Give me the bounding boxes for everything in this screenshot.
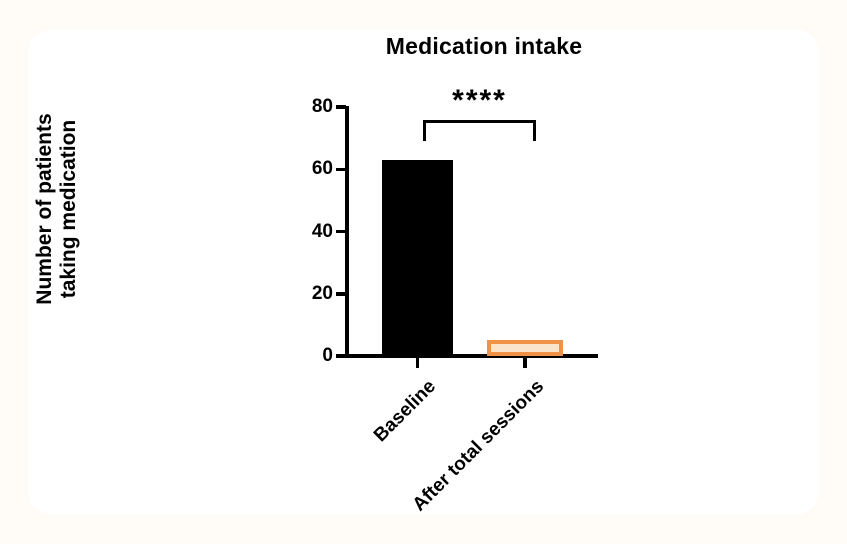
y-tick-label: 20	[311, 282, 333, 304]
significance-stars: ****	[452, 84, 507, 117]
x-tick-mark	[523, 357, 527, 368]
y-tick-label: 80	[311, 96, 333, 117]
y-axis-line	[345, 106, 349, 357]
y-tick-mark	[336, 354, 346, 358]
y-tick-mark	[336, 292, 346, 296]
y-tick-mark	[336, 229, 346, 234]
bar-after-total-sessions	[487, 340, 563, 356]
bar-baseline	[382, 159, 453, 356]
x-axis-line	[344, 354, 598, 358]
y-tick-label: 40	[311, 220, 333, 242]
significance-bracket	[423, 120, 536, 141]
y-tick-label: 60	[311, 158, 333, 180]
x-label-baseline: Baseline	[370, 376, 441, 447]
y-tick-mark	[336, 105, 346, 109]
y-tick-mark	[336, 167, 346, 171]
y-tick-label: 0	[322, 345, 333, 366]
x-tick-mark	[415, 357, 420, 368]
chart-title: Medication intake	[385, 33, 583, 59]
y-axis-title-line1: Number of patients	[32, 113, 56, 305]
y-axis-title-line2: taking medication	[57, 119, 80, 299]
